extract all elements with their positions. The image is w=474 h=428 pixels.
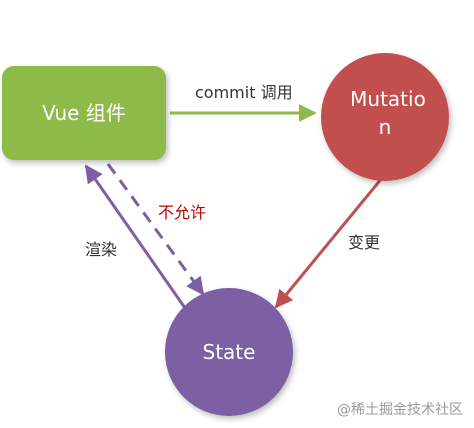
mutation-node: [321, 53, 449, 181]
vue-component-label: Vue 组件: [42, 101, 126, 125]
commit-label: commit 调用: [195, 83, 293, 102]
not-allowed-label: 不允许: [158, 203, 206, 222]
not-allowed-arrow: [106, 163, 205, 296]
render-label: 渲染: [85, 240, 117, 259]
state-label: State: [203, 340, 256, 364]
change-arrow: [274, 177, 384, 309]
mutation-label-line1: Mutatio: [350, 87, 426, 111]
mutation-label-line2: n: [379, 115, 392, 139]
watermark: @稀土掘金技术社区: [337, 402, 463, 418]
change-label: 变更: [348, 233, 380, 252]
vue-component-node: [2, 66, 166, 160]
render-arrow: [84, 164, 187, 309]
state-node: [165, 288, 293, 416]
